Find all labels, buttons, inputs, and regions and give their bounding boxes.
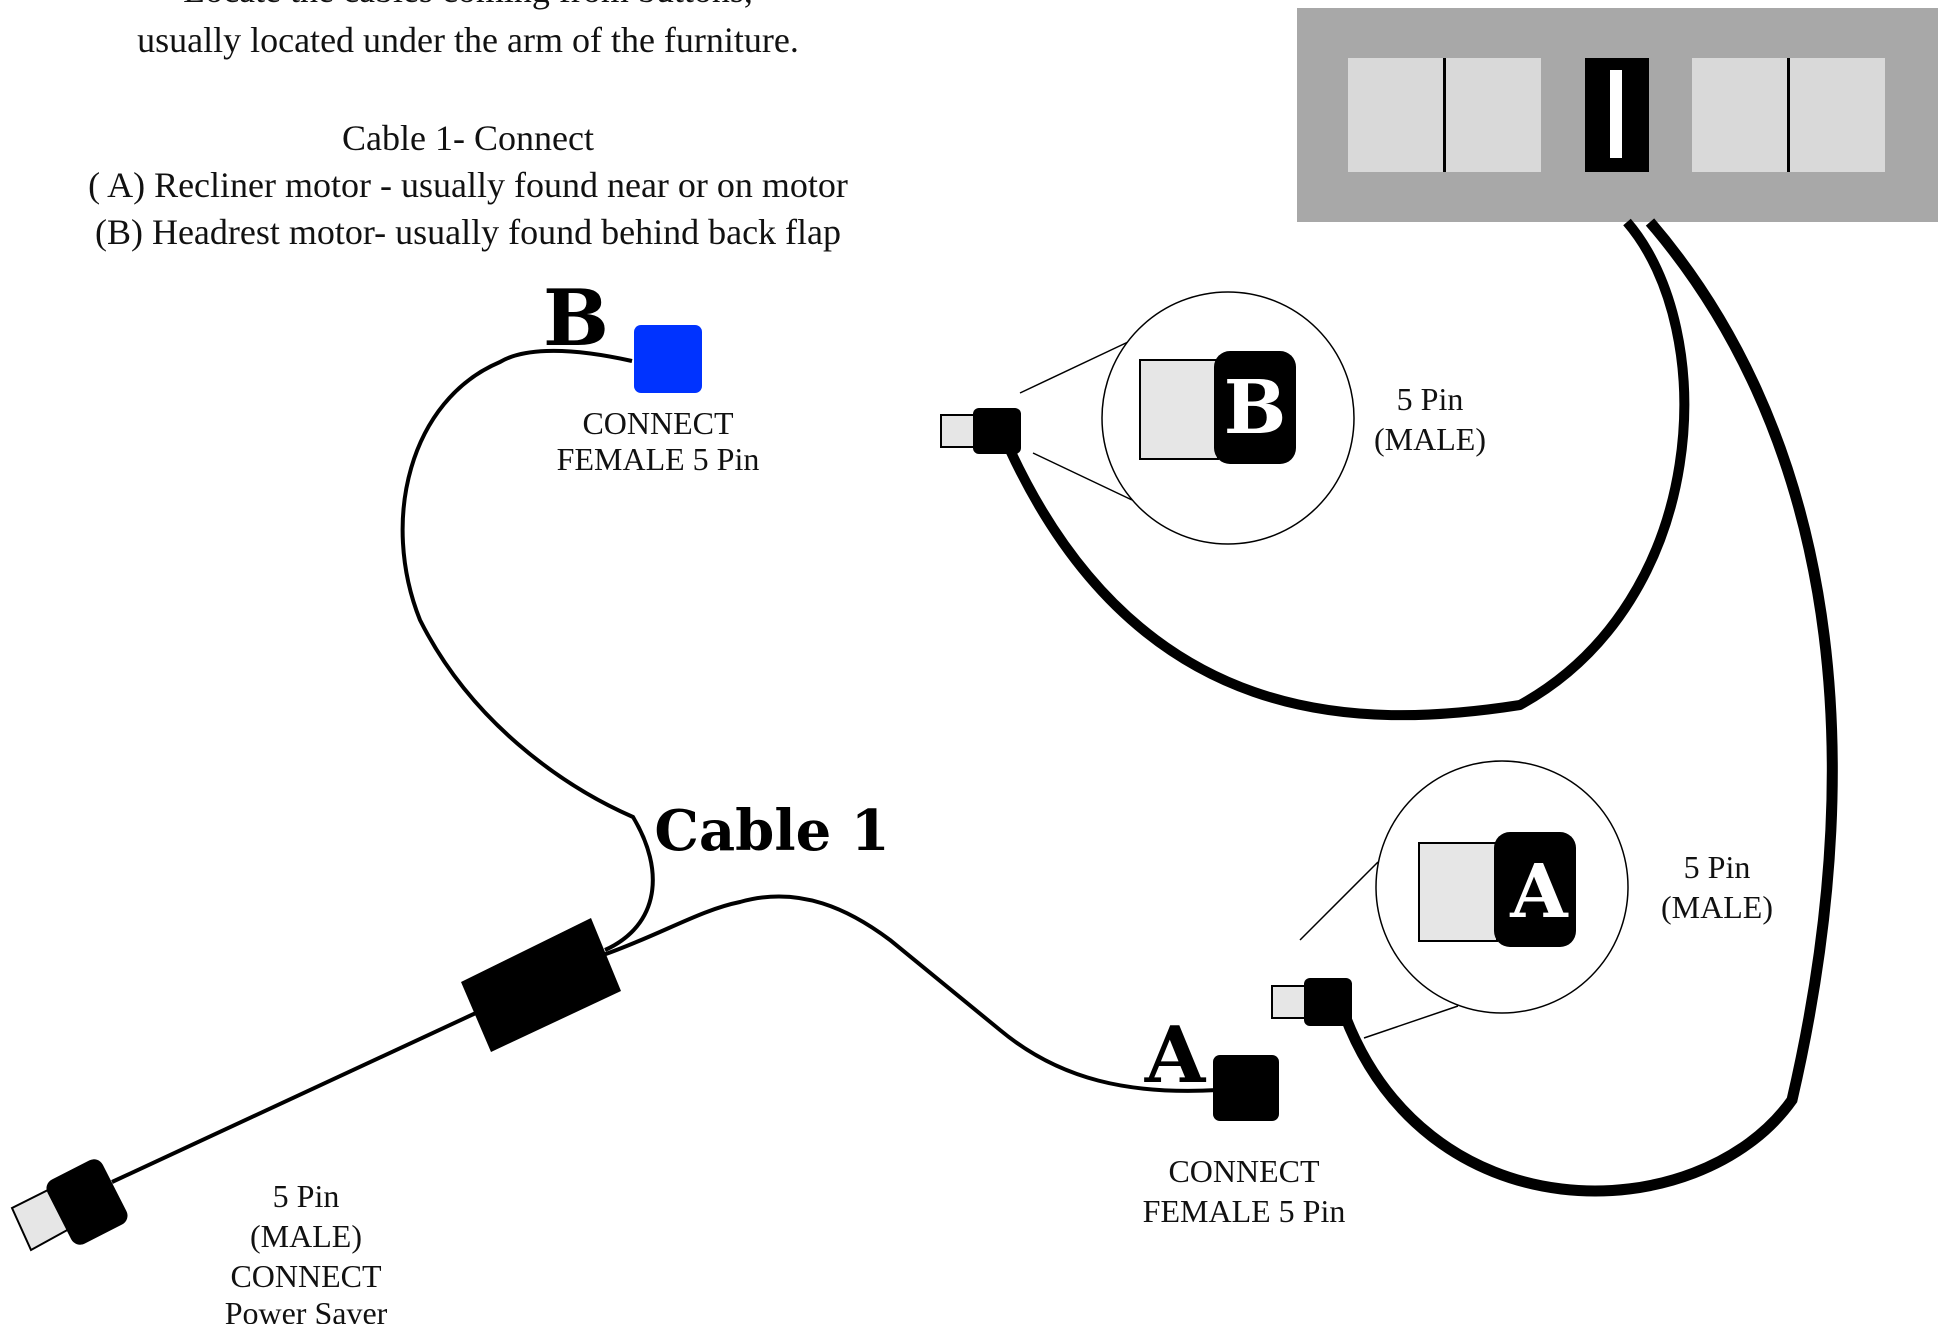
male-a-label-1: 5 Pin xyxy=(1684,849,1751,885)
button-cable-a xyxy=(1334,218,1838,1197)
connector-b-label-1: CONNECT xyxy=(582,405,734,441)
plug-label-2: (MALE) xyxy=(250,1218,362,1254)
female-connector-a[interactable] xyxy=(1213,1055,1279,1121)
instruction-item-b: (B) Headrest motor- usually found behind… xyxy=(95,212,841,252)
instruction-line-2: usually located under the arm of the fur… xyxy=(137,20,799,60)
cable1-splitter xyxy=(461,918,621,1052)
zoom-line-a-bottom xyxy=(1363,1005,1459,1039)
cable1-letter-b: B xyxy=(543,273,609,364)
zoom-plug-a-body xyxy=(1494,832,1576,947)
zoom-badge-a: A xyxy=(1509,849,1569,935)
zoom-plug-b-body xyxy=(1214,351,1296,464)
male-b-label-1: 5 Pin xyxy=(1397,381,1464,417)
cable-heading: Cable 1- Connect xyxy=(342,118,594,158)
zoom-circle-a: A xyxy=(1375,760,1629,1014)
plug-label-1: 5 Pin xyxy=(273,1178,340,1214)
cable1-wire-b xyxy=(400,348,655,952)
button-panel xyxy=(1297,8,1938,222)
connector-a-label-1: CONNECT xyxy=(1168,1153,1320,1189)
plug-label-3: CONNECT xyxy=(230,1258,382,1294)
zoom-line-a-top xyxy=(1299,861,1379,941)
zoom-badge-b: B xyxy=(1224,365,1287,451)
panel-button-left-divider xyxy=(1443,58,1446,172)
male-a-label-2: (MALE) xyxy=(1661,889,1773,925)
cable1-letter-a: A xyxy=(1144,1010,1207,1101)
connector-b-label-2: FEMALE 5 Pin xyxy=(557,441,760,477)
panel-button-center-slot xyxy=(1610,70,1622,158)
plug-label-4: Power Saver xyxy=(225,1295,388,1324)
male-plug-b-tip xyxy=(940,414,978,448)
instruction-text: Locate the cables coming from buttons, u… xyxy=(88,0,848,252)
zoom-line-b-bottom xyxy=(1032,452,1133,501)
cable1-wire-plug xyxy=(111,1010,479,1184)
panel-button-right-divider xyxy=(1787,58,1790,172)
male-plug-b-body xyxy=(973,408,1021,454)
zoom-line-b-top xyxy=(1019,341,1129,394)
male-plug-b[interactable] xyxy=(940,408,1021,454)
male-plug-a-tip xyxy=(1271,985,1309,1019)
zoom-circle-b: B xyxy=(1101,291,1355,545)
cable1-wire-a xyxy=(602,894,1219,1093)
male-plug-a-body xyxy=(1304,978,1352,1026)
zoom-plug-a-tip xyxy=(1418,842,1498,942)
instruction-line-1: Locate the cables coming from buttons, xyxy=(183,0,753,10)
zoom-plug-b-tip xyxy=(1139,359,1219,460)
male-plug-a[interactable] xyxy=(1271,978,1352,1026)
female-connector-b[interactable] xyxy=(634,325,702,393)
power-saver-plug[interactable] xyxy=(10,1156,131,1252)
cable1-title: Cable 1 xyxy=(654,798,889,864)
connector-a-label-2: FEMALE 5 Pin xyxy=(1143,1193,1346,1229)
instruction-item-a: ( A) Recliner motor - usually found near… xyxy=(88,165,848,205)
button-cable-b xyxy=(1005,218,1690,721)
power-saver-plug-body xyxy=(46,1159,128,1245)
male-b-label-2: (MALE) xyxy=(1374,421,1486,457)
